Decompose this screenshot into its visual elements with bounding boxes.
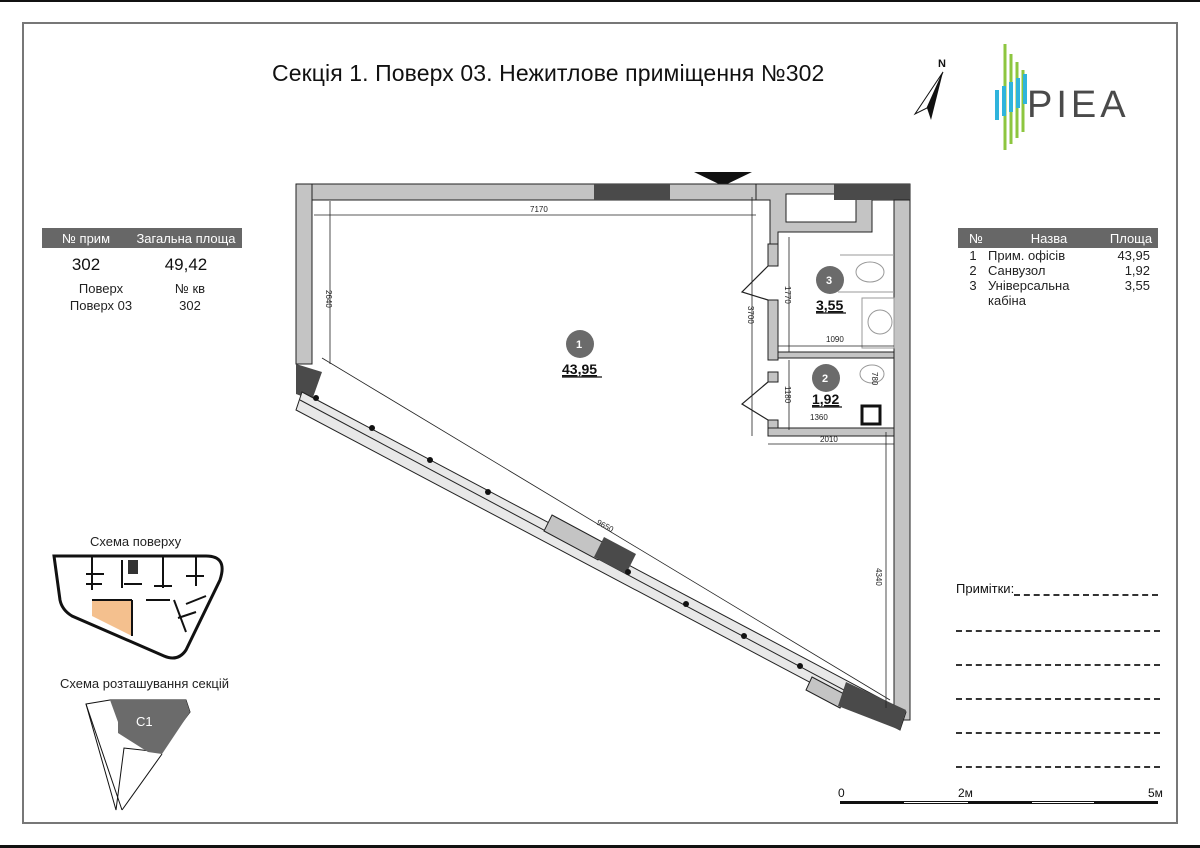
apt-value: 302 <box>179 298 201 313</box>
drawing-frame <box>22 22 1178 824</box>
page-title: Секція 1. Поверх 03. Нежитлове приміщенн… <box>272 60 825 86</box>
dim-right-height: 4340 <box>874 568 883 586</box>
logo-text: PIEA <box>1027 84 1130 126</box>
dim-cabin-height: 1770 <box>783 286 792 304</box>
table-row: 3 Універсальна 3,55 <box>958 278 1158 293</box>
room-badge-icon <box>816 266 844 294</box>
north-arrow: N <box>905 58 953 124</box>
section-label: С1 <box>136 714 153 729</box>
room-no: 3 <box>969 278 977 293</box>
apt-label: № кв <box>174 281 206 296</box>
unit-number: 302 <box>71 255 101 274</box>
header-no: № <box>969 230 983 246</box>
room-no: 2 <box>969 263 977 278</box>
section-c1-area <box>110 700 190 754</box>
dim-wc-height: 1180 <box>783 386 792 404</box>
notes-line <box>956 664 1160 666</box>
room-name: Універсальна <box>988 278 1070 293</box>
floor-value: Поверх 03 <box>69 298 133 313</box>
room-area-label: 3,55 <box>816 297 843 313</box>
dim-diagonal: 9650 <box>595 518 615 535</box>
floor-label: Поверх <box>78 281 124 296</box>
rooms-header: № Назва Площа <box>958 228 1158 248</box>
summary-details: Поверх 03 302 <box>42 298 242 313</box>
room-3-label: 3 3,55 <box>816 266 846 314</box>
north-label: N <box>938 58 946 70</box>
summary-table: № прим Загальна площа 302 49,42 Поверх №… <box>42 228 242 313</box>
header-total-area: Загальна площа <box>136 230 236 246</box>
company-logo: PIEA <box>985 40 1165 160</box>
scale-bar: 0 2м 5м <box>838 786 1163 806</box>
stairs-icon <box>128 560 138 574</box>
table-row: 2 Санвузол 1,92 <box>958 263 1158 278</box>
room-badge-number: 3 <box>826 275 832 287</box>
room-badge-icon <box>812 364 840 392</box>
notes-label: Примітки: <box>956 581 1015 596</box>
room-badge-number: 2 <box>822 373 828 385</box>
room-area: 1,92 <box>1124 263 1150 278</box>
room-area: 43,95 <box>1117 248 1150 263</box>
scale-label-2m: 2м <box>958 786 973 800</box>
section-scheme: С1 <box>85 699 191 811</box>
sections-scheme-title: Схема розташування секцій <box>60 676 230 691</box>
floor-scheme-title: Схема поверху <box>90 534 182 549</box>
room-badge-icon <box>566 330 594 358</box>
dim-core-height: 3700 <box>746 306 755 324</box>
table-row: 1 Прим. офісів 43,95 <box>958 248 1158 263</box>
room-no: 1 <box>969 248 977 263</box>
logo-mark-icon <box>995 44 1027 150</box>
total-area: 49,42 <box>164 255 208 274</box>
rooms-table: № Назва Площа 1 Прим. офісів 43,95 2 Сан… <box>958 228 1158 308</box>
entrance-marker-icon <box>694 172 752 186</box>
header-area: Площа <box>1109 230 1153 246</box>
summary-values: 302 49,42 <box>42 255 242 275</box>
notes-line <box>956 630 1160 632</box>
sanitary-fixtures <box>838 254 895 384</box>
summary-labels: Поверх № кв <box>42 281 242 296</box>
north-arrow-icon <box>913 71 944 120</box>
summary-header: № прим Загальна площа <box>42 228 242 248</box>
dim-wc-width: 1360 <box>810 413 828 422</box>
room-name: Прим. офісів <box>988 248 1066 263</box>
notes-line <box>956 766 1160 768</box>
floor-scheme <box>52 554 224 660</box>
room-area-label: 1,92 <box>812 391 839 407</box>
header-unit-number: № прим <box>61 230 111 246</box>
notes-line <box>1014 594 1158 596</box>
dim-cabin-width: 1090 <box>826 335 844 344</box>
room-name: Санвузол <box>988 263 1046 278</box>
room-area-label: 43,95 <box>562 361 597 377</box>
dimension-lines <box>314 197 894 708</box>
notes-block: Примітки: <box>956 580 1166 768</box>
unit-highlight <box>92 600 132 636</box>
room-2-label: 2 1,92 <box>812 364 842 408</box>
scale-label-5m: 5м <box>1148 786 1163 800</box>
room-name: кабіна <box>988 293 1026 308</box>
dim-top-width: 7170 <box>530 205 548 214</box>
scale-label-0: 0 <box>838 786 845 800</box>
room-badge-number: 1 <box>576 339 582 351</box>
dim-core-width: 2010 <box>820 435 838 444</box>
room-area: 3,55 <box>1124 278 1150 293</box>
notes-line <box>956 698 1160 700</box>
notes-line <box>956 732 1160 734</box>
shaft-icon <box>860 404 882 426</box>
room-1-label: 1 43,95 <box>562 330 602 378</box>
dim-wc-side: 780 <box>870 372 879 386</box>
walls <box>295 183 911 731</box>
dim-left-height: 2640 <box>324 290 333 308</box>
table-row: кабіна <box>958 293 1158 308</box>
header-name: Назва <box>1030 230 1068 246</box>
